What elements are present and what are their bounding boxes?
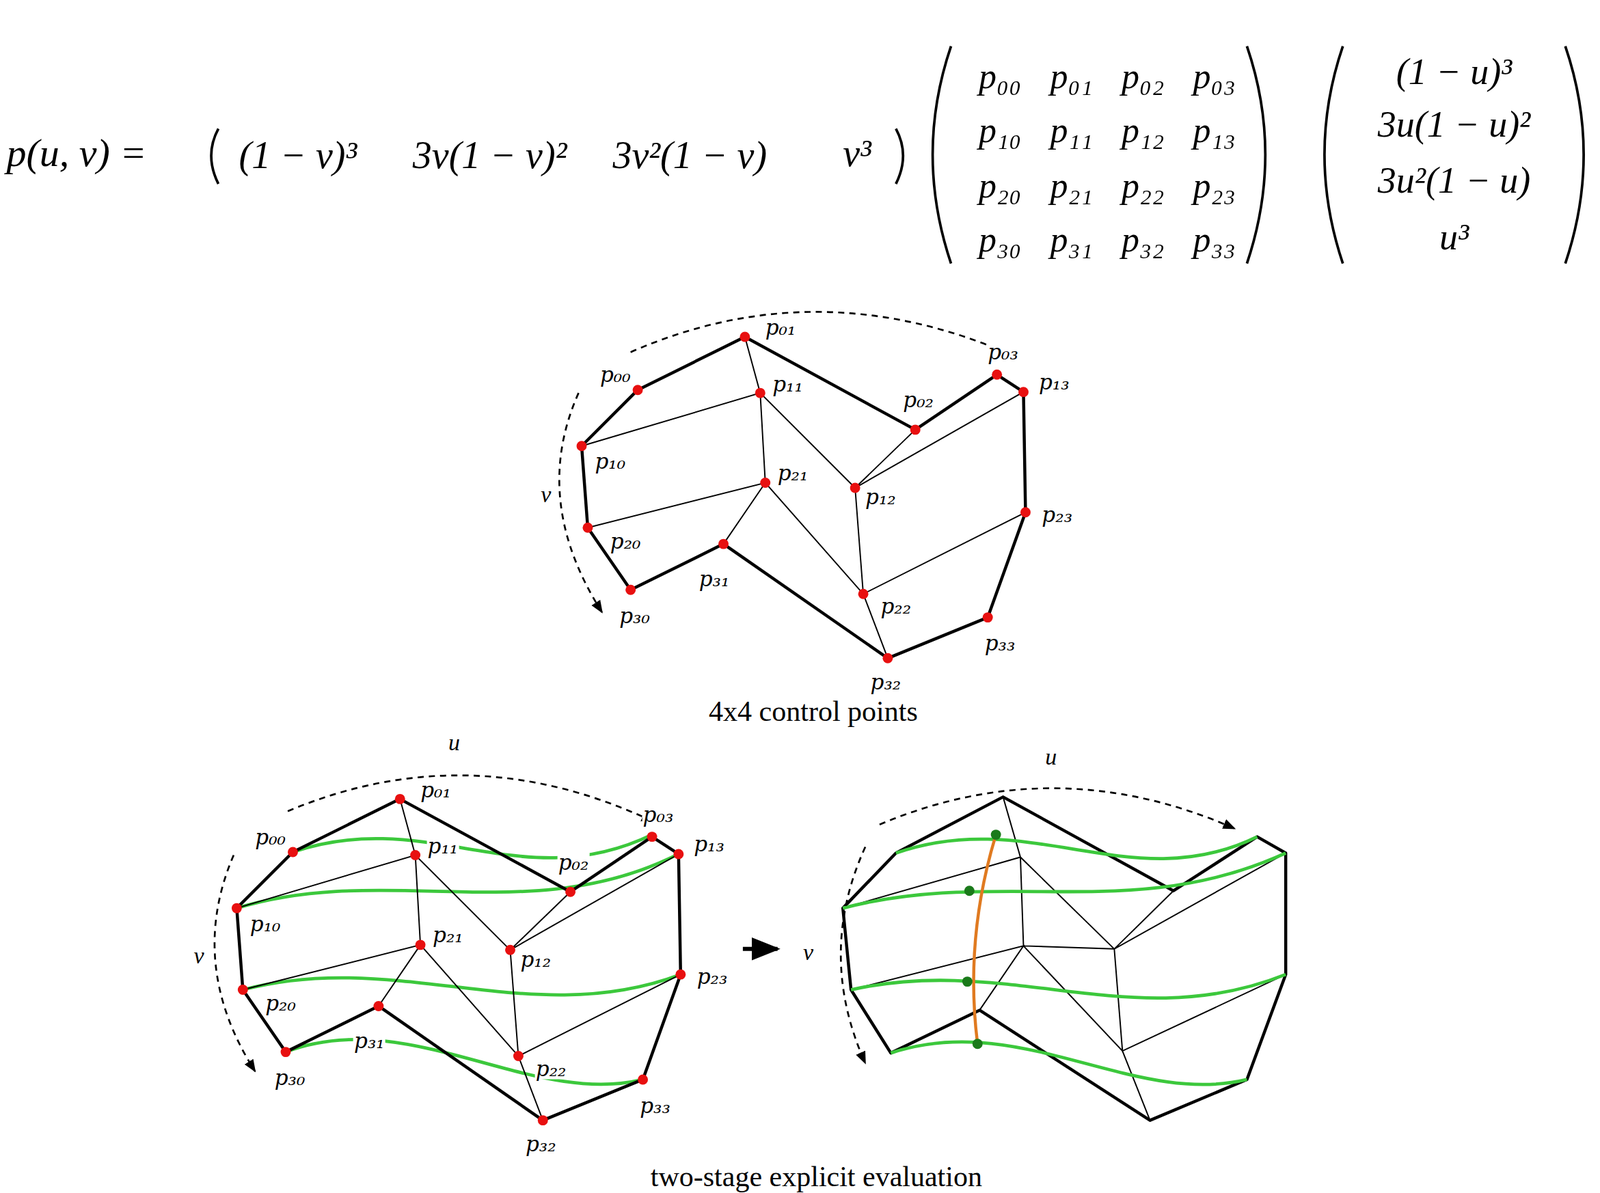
caption: 4x4 control points <box>708 697 918 726</box>
point-label: p₃₁ <box>353 1030 386 1052</box>
matrix-entry: p₃₃ <box>1193 222 1236 258</box>
point-label: p₂₃ <box>696 966 729 988</box>
axis-label: v <box>803 941 814 965</box>
point-label: p₂₂ <box>879 595 912 618</box>
formula-text: p(u, v) = <box>6 133 147 173</box>
point-label: p₀₁ <box>764 317 797 339</box>
point-label: p₀₁ <box>419 779 452 802</box>
point-label: p₀₀ <box>254 826 287 848</box>
point-label: p₃₃ <box>984 632 1017 654</box>
axis-label: u <box>1045 745 1057 769</box>
point-label: p₁₂ <box>519 948 552 970</box>
point-label: p₁₃ <box>693 833 726 856</box>
formula-term: 3u²(1 − u) <box>1377 161 1531 199</box>
point-label: p₃₂ <box>870 671 903 693</box>
point-label: p₁₁ <box>771 373 804 395</box>
formula-term: 3v(1 − v)² <box>412 136 568 175</box>
point-label: p₀₃ <box>986 341 1020 363</box>
point-label: p₁₂ <box>864 486 897 508</box>
formula-term: 3v²(1 − v) <box>612 136 767 175</box>
matrix-entry: p₁₁ <box>1050 112 1093 149</box>
point-label: p₀₂ <box>557 852 590 874</box>
matrix-entry: p₂₁ <box>1050 168 1093 204</box>
matrix-entry: p₃₁ <box>1050 222 1093 258</box>
point-label: p₂₀ <box>264 993 297 1015</box>
matrix-entry: p₀₀ <box>978 58 1022 95</box>
matrix-entry: p₀₁ <box>1050 58 1093 95</box>
matrix-entry: p₃₀ <box>978 222 1022 258</box>
matrix-entry: p₃₂ <box>1121 222 1164 258</box>
point-label: p₂₁ <box>777 462 810 484</box>
matrix-entry: p₂₂ <box>1121 168 1164 204</box>
point-label: p₃₁ <box>698 567 731 590</box>
matrix-entry: p₀₃ <box>1193 58 1236 95</box>
point-label: p₁₃ <box>1038 371 1071 393</box>
axis-label: u <box>448 731 460 755</box>
matrix-entry: p₁₃ <box>1193 112 1236 149</box>
point-label: p₀₀ <box>599 364 632 386</box>
point-label: p₀₂ <box>902 389 935 411</box>
matrix-entry: p₁₀ <box>978 112 1022 149</box>
axis-label: v <box>540 483 551 507</box>
matrix-entry: p₀₂ <box>1121 58 1164 95</box>
point-label: p₀₃ <box>642 803 675 825</box>
point-label: p₁₀ <box>249 913 282 935</box>
formula-term: (1 − v)³ <box>239 136 358 175</box>
formula-term: 3u(1 − u)² <box>1377 105 1531 143</box>
point-label: p₁₁ <box>427 835 460 858</box>
formula-term: (1 − u)³ <box>1396 53 1513 91</box>
point-label: p₃₀ <box>618 604 651 627</box>
caption: two-stage explicit evaluation <box>650 1162 983 1192</box>
formula-term: v³ <box>842 133 872 173</box>
point-label: p₃₂ <box>524 1133 558 1156</box>
axis-label: v <box>194 944 205 968</box>
point-label: p₃₃ <box>639 1094 672 1117</box>
matrix-entry: p₁₂ <box>1121 112 1164 149</box>
matrix-entry: p₂₃ <box>1193 168 1236 204</box>
matrix-entry: p₂₀ <box>978 168 1022 204</box>
point-label: p₁₀ <box>593 451 627 473</box>
formula-term: u³ <box>1439 218 1469 256</box>
point-label: p₃₀ <box>274 1067 307 1089</box>
point-label: p₂₁ <box>431 924 465 946</box>
point-label: p₂₃ <box>1040 503 1074 525</box>
point-label: p₂₀ <box>609 530 642 552</box>
point-label: p₂₂ <box>535 1058 568 1080</box>
